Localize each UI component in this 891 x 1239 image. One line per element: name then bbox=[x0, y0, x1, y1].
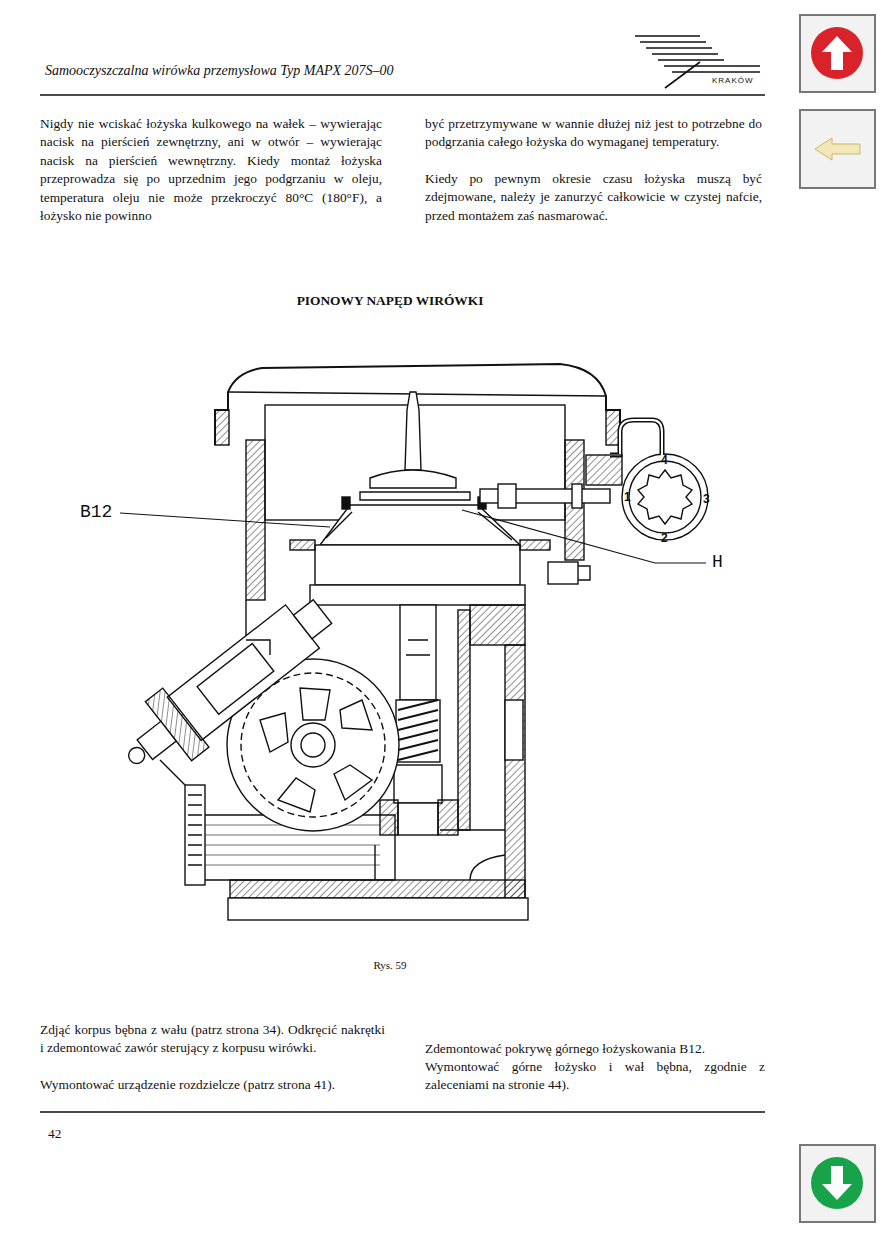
section-title: PIONOWY NAPĘD WIRÓWKI bbox=[240, 292, 540, 309]
logo-text: KRAKÓW bbox=[712, 76, 754, 86]
body-paragraph: Wymontować urządzenie rozdzielcze (patrz… bbox=[40, 1076, 385, 1094]
leader-line bbox=[120, 513, 330, 527]
nav-back-button bbox=[800, 110, 875, 188]
body-paragraph: Kiedy po pewnym okresie czasu łożyska mu… bbox=[425, 170, 762, 225]
body-paragraph: być przetrzymywane w wannie dłużej niż j… bbox=[425, 115, 762, 152]
body-paragraph: Zdjąć korpus bębna z wału (patrz strona … bbox=[40, 1021, 385, 1058]
body-paragraph: Zdemontować pokrywę górnego łożyskowania… bbox=[425, 1040, 765, 1058]
header-rule bbox=[40, 94, 765, 96]
callout-label: H bbox=[710, 551, 725, 574]
callout-number: 1 bbox=[624, 489, 631, 505]
nav-down-button bbox=[800, 1145, 875, 1222]
leader-line bbox=[462, 510, 706, 563]
callout-number: 4 bbox=[661, 452, 668, 468]
body-paragraph: Nigdy nie wciskać łożyska kulkowego na w… bbox=[40, 115, 382, 225]
figure-caption: Rys. 59 bbox=[360, 958, 420, 972]
callout-number: 3 bbox=[703, 491, 710, 507]
running-header: Samooczyszczalna wirówka przemysłowa Typ… bbox=[45, 62, 394, 80]
callout-label: B12 bbox=[78, 501, 114, 524]
callout-number: 2 bbox=[661, 530, 668, 546]
body-paragraph: Wymontować górne łożysko i wał bębna, zg… bbox=[425, 1058, 765, 1095]
page-number: 42 bbox=[48, 1125, 61, 1142]
footer-rule bbox=[40, 1111, 765, 1113]
nav-up-button bbox=[800, 15, 875, 92]
company-logo bbox=[635, 36, 760, 88]
centrifuge-drive-drawing bbox=[108, 364, 708, 920]
